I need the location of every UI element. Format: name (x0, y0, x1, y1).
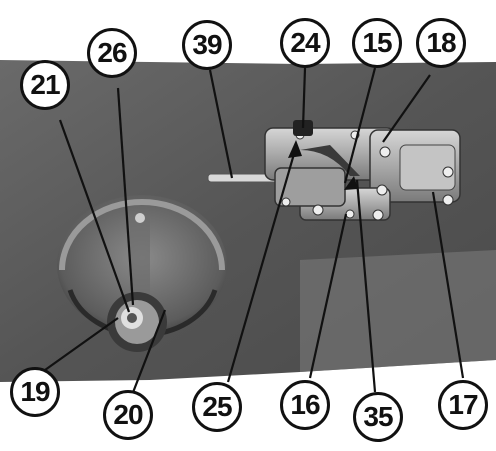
callout-18: 18 (416, 18, 466, 68)
lower-right-panel (300, 250, 496, 372)
callout-21: 21 (20, 60, 70, 110)
callout-17: 17 (438, 380, 488, 430)
callout-26: 26 (87, 28, 137, 78)
callout-19: 19 (10, 367, 60, 417)
callout-35: 35 (353, 392, 403, 442)
callout-39: 39 (182, 20, 232, 70)
callout-24: 24 (280, 18, 330, 68)
callout-15: 15 (352, 18, 402, 68)
callout-25: 25 (192, 382, 242, 432)
callout-16: 16 (280, 380, 330, 430)
callout-20: 20 (103, 390, 153, 440)
